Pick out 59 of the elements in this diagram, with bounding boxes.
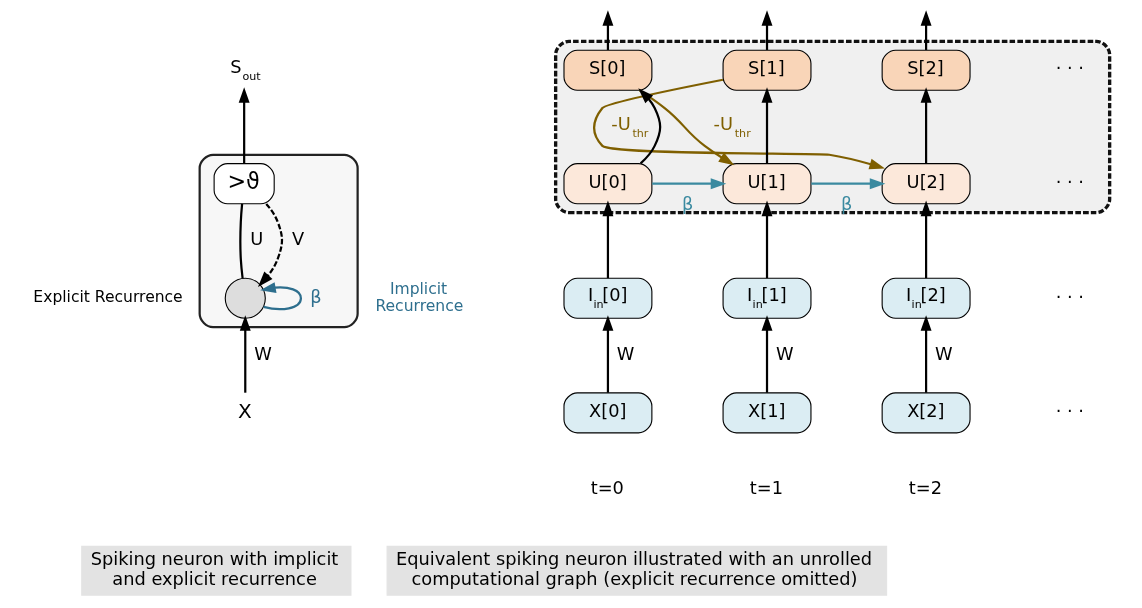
label: · · · <box>1055 57 1084 79</box>
node-box: I$_{in}$[1] <box>722 277 811 319</box>
arrow <box>601 200 613 279</box>
arrow <box>920 315 932 393</box>
edge-label: β <box>840 193 852 215</box>
label: · · · <box>1055 170 1084 192</box>
node-box: S[0] <box>562 49 652 91</box>
arrow <box>601 315 613 393</box>
node-text: S$_{out}$ <box>229 56 261 83</box>
label: · · · <box>1055 400 1084 422</box>
node-circle <box>224 277 266 319</box>
arrow <box>259 282 302 311</box>
edge-label: -U$_{thr}$ <box>713 113 751 140</box>
arrow <box>592 78 885 170</box>
node-box: U[0] <box>562 163 652 205</box>
edge-label: U <box>249 227 263 249</box>
label: t=2 <box>908 476 942 498</box>
node-box: S[2] <box>881 49 971 91</box>
edge-label: β <box>681 193 693 215</box>
arrow <box>601 10 613 50</box>
edge-label: W <box>253 343 272 365</box>
edge-label: V <box>291 227 304 249</box>
node-box: S[1] <box>722 49 811 91</box>
arrow <box>761 200 772 279</box>
node-box: X[1] <box>722 392 811 434</box>
arrow <box>239 315 251 393</box>
connector <box>238 203 244 279</box>
node-box: X[2] <box>881 392 971 434</box>
arrow <box>920 87 932 164</box>
node-box: U[2] <box>881 163 971 205</box>
edge-label: -U$_{thr}$ <box>610 113 648 140</box>
node-box: Spiking neuron with implicit and explicit recurrence <box>80 545 351 596</box>
edge-label: W <box>616 343 634 365</box>
node-box: Equivalent spiking neuron illustrated with an unrolled computational graph (explicit recurrence omitted) <box>386 545 887 596</box>
arrow <box>761 87 772 164</box>
edge-label: β <box>309 285 322 307</box>
arrow <box>638 89 734 166</box>
arrow <box>810 178 885 190</box>
arrow <box>920 10 932 50</box>
node-box: X[0] <box>562 392 652 434</box>
node-box: I$_{in}$[0] <box>562 277 652 319</box>
arrow <box>761 315 772 393</box>
label: Implicit Recurrence <box>374 280 463 315</box>
label: t=1 <box>749 476 783 498</box>
node-box: >ϑ <box>213 163 275 205</box>
arrow <box>651 178 726 190</box>
label: Explicit Recurrence <box>32 288 183 307</box>
arrow <box>257 203 283 287</box>
arrow <box>637 88 661 165</box>
node-box: U[1] <box>722 163 811 205</box>
edge-label: W <box>934 343 953 365</box>
arrow <box>238 87 250 164</box>
arrow <box>920 200 932 279</box>
label: · · · <box>1055 285 1084 307</box>
node-text: X <box>237 398 252 423</box>
arrow <box>761 10 772 50</box>
node-box: I$_{in}$[2] <box>881 277 971 319</box>
label: t=0 <box>590 476 624 498</box>
edge-label: W <box>775 343 794 365</box>
